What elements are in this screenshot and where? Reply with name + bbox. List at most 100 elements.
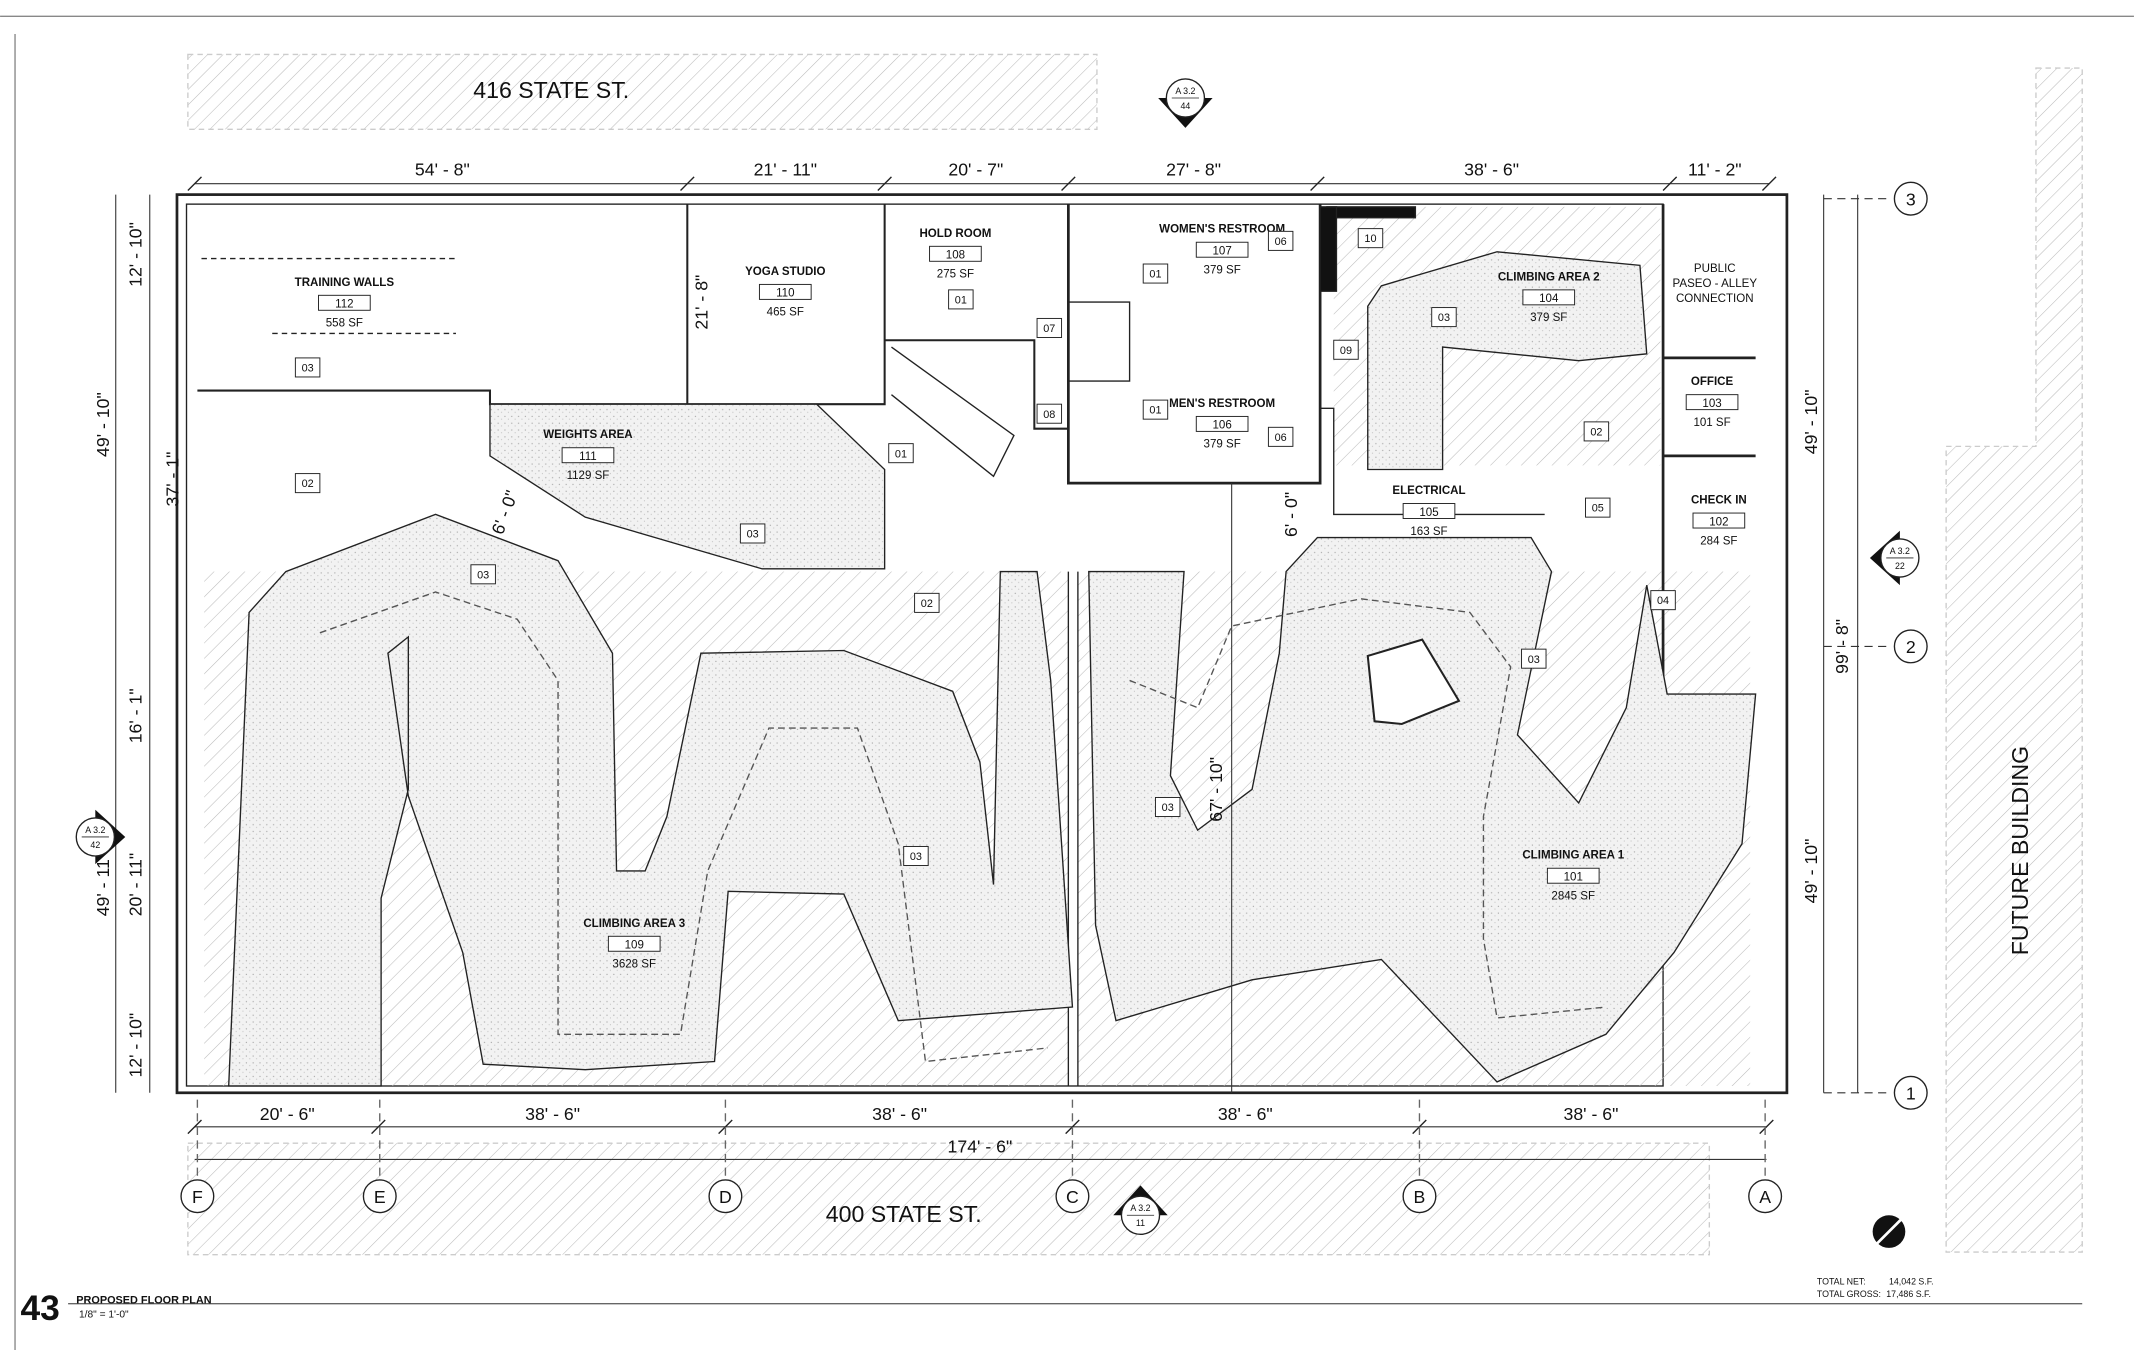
keynote-tag-box <box>914 592 940 613</box>
grid-bubble <box>1893 181 1928 216</box>
climbing-area-1-dashed-edge <box>1129 598 1606 1019</box>
room-number: 105 <box>1419 507 1438 519</box>
total-gross-value: 17,486 S.F. <box>1886 1289 1931 1299</box>
section-marker-detail: 42 <box>90 840 100 850</box>
dimension-tick <box>371 1119 386 1135</box>
climbing-area-3-dashed-edge <box>319 591 1049 1063</box>
room-area: 465 SF <box>767 307 804 319</box>
room-name: WOMEN'S RESTROOM <box>1159 224 1285 236</box>
grid-label-column: A <box>1759 1187 1771 1207</box>
street-label-south: 400 STATE ST. <box>826 1201 982 1227</box>
total-net-value: 14,042 S.F. <box>1889 1277 1934 1287</box>
room-number: 104 <box>1539 293 1559 305</box>
keynote-tag-box <box>1154 797 1181 818</box>
keynote-tag-box <box>1585 497 1611 518</box>
dimension-top: 11' - 2" <box>1688 160 1742 180</box>
room-number-box <box>561 447 615 464</box>
grid-label-row: 2 <box>1906 637 1916 657</box>
section-marker-sheet: A 3.2 <box>1890 546 1910 556</box>
room-area: 284 SF <box>1700 535 1737 547</box>
dimension-right: 49' - 10" <box>1801 390 1821 455</box>
dimension-right: 49' - 10" <box>1801 839 1821 904</box>
dimension-interior: 67' - 10" <box>1206 757 1226 822</box>
room-number: 110 <box>776 288 794 300</box>
room-number-box <box>318 294 371 311</box>
room-number-box <box>1685 394 1739 411</box>
dimension-interior: 6' - 0" <box>488 488 522 537</box>
keynote-tag: 03 <box>747 529 759 541</box>
dimension-interior: 6' - 0" <box>1281 492 1301 537</box>
keynote-tag-box <box>948 289 974 310</box>
future-building-hatch <box>1945 67 2083 1253</box>
room-name: ELECTRICAL <box>1392 485 1465 497</box>
room-number-box <box>1195 241 1249 258</box>
dimension-tick <box>1310 176 1325 192</box>
room-number-box <box>1195 415 1249 432</box>
keynote-tag: 01 <box>1149 269 1161 281</box>
keynote-tag: 09 <box>1340 345 1352 357</box>
dimension-tick <box>1662 176 1678 192</box>
keynote-tag: 01 <box>895 448 907 460</box>
room-area: 275 SF <box>937 269 974 281</box>
room-area: 558 SF <box>326 318 363 330</box>
dimension-top: 21' - 11" <box>754 160 817 180</box>
room-name: CLIMBING AREA 2 <box>1498 271 1600 283</box>
keynote-tag: 06 <box>1275 432 1287 444</box>
grid-bubble <box>1055 1179 1090 1214</box>
dimension-bottom: 38' - 6" <box>1563 1104 1618 1124</box>
keynote-tag-box <box>1357 228 1384 249</box>
room-number: 102 <box>1709 516 1728 528</box>
grid-label-column: C <box>1066 1187 1079 1207</box>
room-area: 163 SF <box>1410 526 1447 538</box>
dimension-left-inner: 20' - 11" <box>126 853 146 916</box>
section-marker-detail: 44 <box>1180 101 1190 111</box>
room-number: 111 <box>579 451 597 463</box>
section-marker-sheet: A 3.2 <box>1175 86 1195 96</box>
keynote-tag: 06 <box>1275 236 1287 248</box>
section-marker-sheet: A 3.2 <box>1130 1203 1150 1213</box>
room-number: 109 <box>625 940 644 952</box>
keynote-tag-box <box>903 845 929 867</box>
dimension-lines <box>115 183 1892 1161</box>
keynote-tag-box <box>470 564 496 585</box>
room-name: CHECK IN <box>1691 495 1747 507</box>
dimension-bottom: 38' - 6" <box>525 1104 580 1124</box>
keynote-tag: 03 <box>1438 312 1450 324</box>
dimension-top: 27' - 8" <box>1166 160 1221 180</box>
keynote-tag-box <box>1521 648 1547 669</box>
room-name: TRAINING WALLS <box>295 277 395 289</box>
keynote-tag-box <box>1583 421 1610 442</box>
grid-label-column: F <box>192 1187 203 1207</box>
room-number: 112 <box>335 299 353 311</box>
room-number-box <box>1522 289 1576 306</box>
section-marker-detail: 11 <box>1136 1218 1145 1228</box>
public-paseo-label: CONNECTION <box>1676 293 1754 305</box>
dimension-left-inner: 16' - 1" <box>126 688 146 743</box>
dimension-bottom: 38' - 6" <box>1218 1104 1273 1124</box>
room-name: HOLD ROOM <box>919 228 991 240</box>
keynote-tag-box <box>1142 263 1169 284</box>
keynote-tag: 01 <box>955 294 967 306</box>
dimension-left-inner: 37' - 1" <box>162 452 182 507</box>
dimension-right: 99' - 8" <box>1832 619 1852 674</box>
dimension-tick <box>1061 176 1076 192</box>
keynote-tag-box <box>1267 426 1294 447</box>
room-number: 106 <box>1213 420 1232 432</box>
dimension-top: 54' - 8" <box>415 160 470 180</box>
room-number-box <box>607 935 661 952</box>
keynote-tag-box <box>739 523 766 544</box>
dimension-interior: 21' - 8" <box>692 275 712 330</box>
dimension-bottom: 20' - 6" <box>260 1104 315 1124</box>
dimension-left-outer: 49' - 11" <box>93 853 113 916</box>
keynote-tag: 02 <box>1590 426 1602 438</box>
room-number: 103 <box>1702 398 1721 410</box>
keynote-tag-box <box>1036 403 1063 424</box>
room-area: 379 SF <box>1204 265 1241 277</box>
section-marker-detail: 22 <box>1895 561 1905 571</box>
room-number-box <box>1546 867 1600 884</box>
dimension-tick <box>680 176 695 192</box>
dimension-left-inner: 12' - 10" <box>126 1013 146 1078</box>
dimension-left-inner: 12' - 10" <box>126 222 146 287</box>
climbing-area-2-floor <box>1367 251 1648 471</box>
